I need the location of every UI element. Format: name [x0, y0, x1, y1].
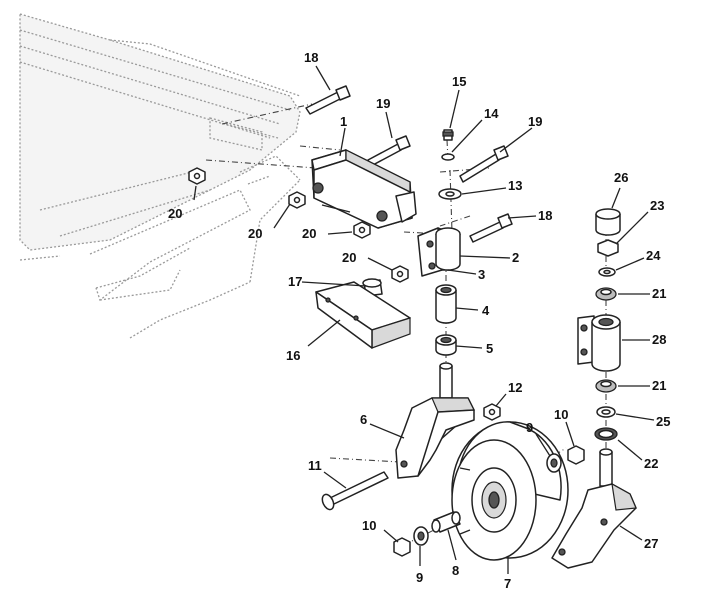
bolt-15	[442, 129, 454, 141]
bolt-18-upper	[305, 85, 351, 115]
callout-22: 22	[644, 456, 658, 471]
nut-10-right	[567, 445, 585, 465]
bolt-18-right	[469, 213, 513, 243]
callout-13: 13	[508, 178, 522, 193]
callout-18-right: 18	[538, 208, 552, 223]
callout-1: 1	[340, 114, 347, 129]
callout-18-upper: 18	[304, 50, 318, 65]
washer-13	[438, 188, 462, 200]
nut-10-left	[393, 537, 411, 557]
callout-17: 17	[288, 274, 302, 289]
callout-19-right: 19	[528, 114, 542, 129]
callout-11: 11	[308, 458, 322, 473]
caster-fork-27	[551, 448, 637, 569]
callout-8: 8	[452, 563, 459, 578]
locknut-12	[483, 403, 501, 421]
callout-26: 26	[614, 170, 628, 185]
nut-23	[597, 239, 619, 257]
callout-2: 2	[512, 250, 519, 265]
callout-14: 14	[484, 106, 499, 121]
callout-6: 6	[360, 412, 367, 427]
callout-labels: 1 2 3 4 5 6 7 8 9 9 10 10 11 12 13 14 15…	[168, 50, 670, 591]
nut-20-c	[353, 221, 371, 239]
callout-20-a: 20	[168, 206, 182, 221]
bearing-21-lower	[595, 379, 617, 393]
washer-25	[596, 406, 616, 418]
seal-22	[594, 427, 618, 441]
bracket-1	[311, 149, 417, 229]
nut-20-a	[188, 167, 206, 185]
callout-3: 3	[478, 267, 485, 282]
callout-20-b: 20	[248, 226, 262, 241]
callout-24: 24	[646, 248, 661, 263]
callout-10-right: 10	[554, 407, 568, 422]
bolt-19-right	[459, 145, 509, 183]
nut-20-d	[391, 265, 409, 283]
leader-lines	[193, 65, 655, 574]
callout-19-left: 19	[376, 96, 390, 111]
callout-21-lower: 21	[652, 378, 666, 393]
callout-20-d: 20	[342, 250, 356, 265]
bolt-19-left	[367, 135, 411, 167]
callout-20-c: 20	[302, 226, 316, 241]
callout-28: 28	[652, 332, 666, 347]
axle-bolt-11	[321, 471, 389, 511]
bumper-17	[362, 278, 383, 297]
spacer-block-16	[315, 281, 411, 349]
callout-9-right: 9	[526, 420, 533, 435]
nut-20-b	[288, 191, 306, 209]
callout-10-left: 10	[362, 518, 376, 533]
sleeve-8	[431, 511, 461, 533]
bushing-4	[435, 284, 457, 324]
pivot-bracket-2	[417, 227, 461, 277]
callout-7: 7	[504, 576, 511, 591]
callout-4: 4	[482, 303, 490, 318]
callout-12: 12	[508, 380, 522, 395]
wheel-7	[451, 421, 569, 561]
spacer-9-left	[413, 526, 429, 546]
callout-21-upper: 21	[652, 286, 666, 301]
callout-27: 27	[644, 536, 658, 551]
callout-5: 5	[486, 341, 493, 356]
callout-23: 23	[650, 198, 664, 213]
caster-housing-28	[577, 314, 621, 372]
callout-9-left: 9	[416, 570, 423, 585]
washer-24	[598, 267, 616, 277]
bearing-5	[435, 334, 457, 356]
caster-fork-6	[395, 362, 475, 479]
dust-cap-26	[595, 208, 621, 236]
lockwasher-14	[441, 153, 455, 161]
mower-frame-ghost	[19, 13, 301, 339]
callout-15: 15	[452, 74, 466, 89]
spacer-9-right	[546, 453, 562, 473]
callout-16: 16	[286, 348, 300, 363]
callout-25: 25	[656, 414, 670, 429]
bearing-21-upper	[595, 287, 617, 301]
